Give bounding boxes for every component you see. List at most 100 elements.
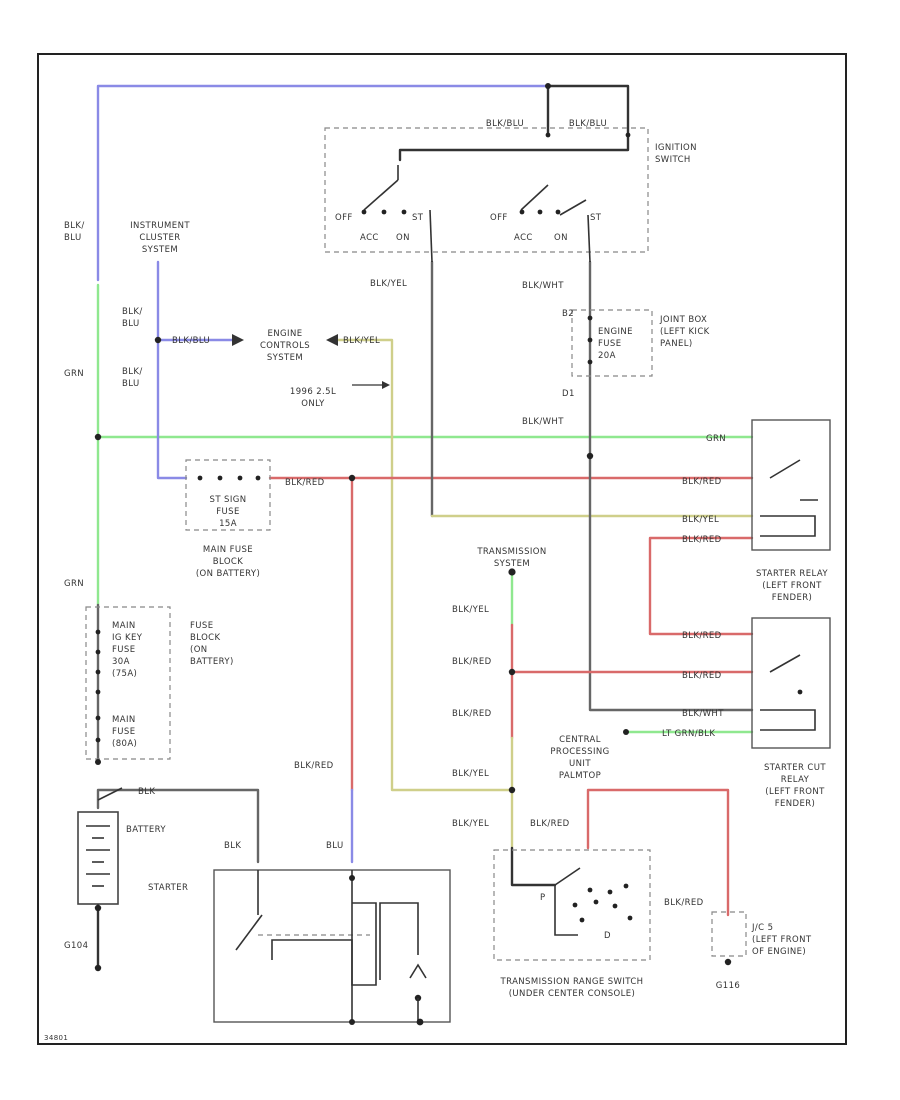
label-blu-st: BLU bbox=[326, 841, 344, 851]
label-blk-st: BLK bbox=[224, 841, 241, 851]
label-trs-2: (UNDER CENTER CONSOLE) bbox=[509, 989, 636, 999]
label-grn-b: GRN bbox=[64, 579, 84, 589]
label-br-e: BLK/RED bbox=[452, 657, 492, 667]
label-key-1: IG KEY bbox=[112, 633, 143, 643]
wire-blk-blu-cluster bbox=[156, 260, 188, 480]
label-sw1-acc: ACC bbox=[360, 233, 379, 243]
label-ign-title-2: SWITCH bbox=[655, 155, 691, 165]
label-blk-red-cc: BLK/RED bbox=[682, 631, 722, 641]
jc5-box bbox=[711, 911, 747, 957]
label-br-f: BLK/RED bbox=[452, 709, 492, 719]
wire-blk-yel-ecs bbox=[328, 338, 514, 792]
label-ecs-wire-r: BLK/YEL bbox=[343, 336, 380, 346]
label-sr-1: STARTER RELAY bbox=[756, 569, 828, 579]
ignition-switch-symbols bbox=[361, 132, 631, 263]
label-main-2: FUSE bbox=[112, 727, 135, 737]
label-g104: G104 bbox=[64, 941, 88, 951]
label-blkblu-b1: BLK/ bbox=[122, 367, 143, 377]
label-main-3: (80A) bbox=[112, 739, 137, 749]
label-by-d: BLK/YEL bbox=[452, 769, 489, 779]
label-blkblu-b2: BLU bbox=[122, 379, 140, 389]
starter-symbols bbox=[235, 870, 427, 1026]
label-blk-yel-a: BLK/YEL bbox=[370, 279, 407, 289]
st-sign-fuse-box bbox=[185, 459, 271, 531]
label-ecs-wire-l: BLK/BLU bbox=[172, 336, 210, 346]
label-starter: STARTER bbox=[148, 883, 188, 893]
label-key-3: 30A bbox=[112, 657, 130, 667]
fuse-symbols bbox=[197, 315, 593, 481]
label-only-1: 1996 2.5L bbox=[290, 387, 336, 397]
label-ign-wire-right: BLK/BLU bbox=[569, 119, 607, 129]
label-sw1-st: ST bbox=[412, 213, 424, 223]
label-code: 34801 bbox=[44, 1034, 68, 1042]
label-blk-wht-b: BLK/WHT bbox=[522, 417, 564, 427]
wire-blk-battery bbox=[96, 788, 260, 864]
label-blk-red-c: BLK/RED bbox=[682, 535, 722, 545]
main-fuse-dots bbox=[95, 629, 101, 765]
label-jb-fuse-3: 20A bbox=[598, 351, 616, 361]
label-sc-4: FENDER) bbox=[775, 799, 816, 809]
label-ign-title-1: IGNITION bbox=[655, 143, 697, 153]
label-jc-3: OF ENGINE) bbox=[752, 947, 806, 957]
label-jb-fuse-2: FUSE bbox=[598, 339, 621, 349]
label-cpu-2: PROCESSING bbox=[550, 747, 609, 757]
wire-blk-red-jc bbox=[586, 788, 730, 917]
label-key-4: (75A) bbox=[112, 669, 137, 679]
label-battery: BATTERY bbox=[126, 825, 166, 835]
label-sw1-off: OFF bbox=[335, 213, 353, 223]
label-left-blk-blu-1: BLK/ bbox=[64, 221, 85, 231]
label-jb-fuse-1: ENGINE bbox=[598, 327, 633, 337]
label-sw2-acc: ACC bbox=[514, 233, 533, 243]
label-sw1-on: ON bbox=[396, 233, 410, 243]
label-pin-b2: B2 bbox=[562, 309, 574, 319]
label-stfuse-2: FUSE bbox=[216, 507, 239, 517]
label-mfb-3: (ON BATTERY) bbox=[196, 569, 260, 579]
label-mfb-1: MAIN FUSE bbox=[203, 545, 253, 555]
label-key-2: FUSE bbox=[112, 645, 135, 655]
label-jb-1: JOINT BOX bbox=[659, 315, 707, 325]
label-br-g: BLK/RED bbox=[530, 819, 570, 829]
joint-box bbox=[571, 309, 653, 377]
label-blk-red-d: BLK/RED bbox=[682, 671, 722, 681]
label-main-1: MAIN bbox=[112, 715, 136, 725]
label-jc-2: (LEFT FRONT bbox=[752, 935, 812, 945]
label-stfuse-3: 15A bbox=[219, 519, 237, 529]
label-blkblu-a2: BLU bbox=[122, 319, 140, 329]
wire-range-switch-link bbox=[510, 846, 557, 887]
label-jb-3: PANEL) bbox=[660, 339, 693, 349]
battery-symbol bbox=[77, 787, 123, 905]
splice-dots bbox=[94, 83, 732, 1025]
relay-symbols bbox=[760, 459, 818, 731]
wire-blk-red-relay-link bbox=[648, 536, 754, 636]
connector-arrows bbox=[232, 334, 390, 389]
label-trs-d: D bbox=[604, 931, 611, 941]
label-jc-1: J/C 5 bbox=[751, 923, 773, 933]
label-inst-3: SYSTEM bbox=[142, 245, 178, 255]
label-trs-p: P bbox=[540, 893, 546, 903]
label-lt-green: LT GRN/BLK bbox=[662, 729, 715, 739]
label-sw2-on: ON bbox=[554, 233, 568, 243]
label-grn-a: GRN bbox=[64, 369, 84, 379]
label-ts-1: TRANSMISSION bbox=[476, 547, 546, 557]
label-jb-2: (LEFT KICK bbox=[660, 327, 710, 337]
label-only-2: ONLY bbox=[301, 399, 325, 409]
label-sw2-off: OFF bbox=[490, 213, 508, 223]
label-sr-2: (LEFT FRONT bbox=[762, 581, 822, 591]
label-inst-1: INSTRUMENT bbox=[130, 221, 190, 231]
label-blk-red-a: BLK/RED bbox=[285, 478, 325, 488]
label-cpu-1: CENTRAL bbox=[559, 735, 601, 745]
label-g116: G116 bbox=[716, 981, 740, 991]
starter-cut-relay-box bbox=[751, 617, 831, 749]
label-blk-wht-c: BLK/WHT bbox=[682, 709, 724, 719]
label-sw2-st: ST bbox=[590, 213, 602, 223]
label-sc-1: STARTER CUT bbox=[764, 763, 826, 773]
label-ign-wire-left: BLK/BLU bbox=[486, 119, 524, 129]
label-ecs-2: CONTROLS bbox=[260, 341, 310, 351]
diagram-frame bbox=[37, 53, 847, 1045]
label-mf-5: BATTERY) bbox=[190, 657, 234, 667]
label-sr-3: FENDER) bbox=[772, 593, 813, 603]
starter-box bbox=[213, 869, 451, 1023]
label-blk-red-st: BLK/RED bbox=[294, 761, 334, 771]
label-blk-red-b: BLK/RED bbox=[682, 477, 722, 487]
